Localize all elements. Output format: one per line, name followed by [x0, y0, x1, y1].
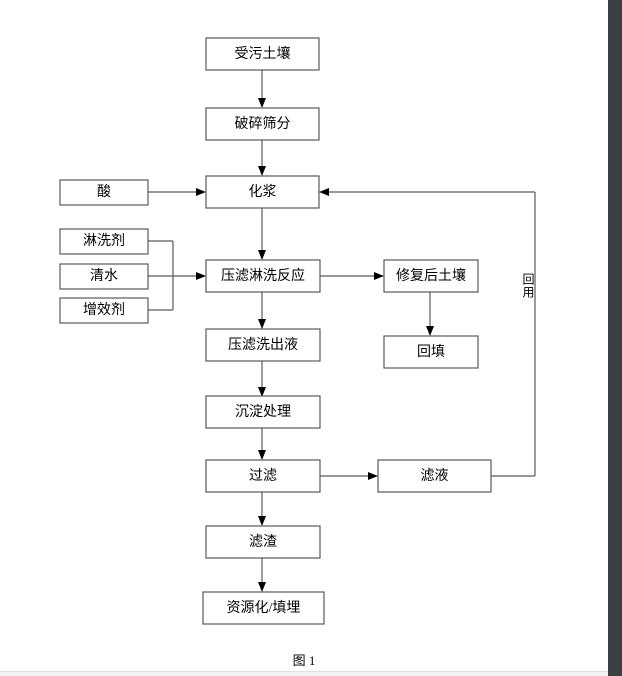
- node-filter-residue-label: 滤渣: [249, 534, 277, 550]
- node-press-wash-effluent: 压滤洗出液: [205, 328, 321, 362]
- edge-effluent-to-precipitation: [258, 361, 266, 397]
- edge-acid-to-slurry: [148, 188, 206, 196]
- figure-page: 受污土壤 破碎筛分 化浆 压滤淋洗反应 压滤洗出液 沉淀处理: [0, 37, 608, 676]
- node-filtration: 过滤: [205, 459, 321, 493]
- node-filtration-label: 过滤: [249, 468, 277, 484]
- node-washing-agent: 淋洗剂: [59, 228, 149, 255]
- node-washing-agent-label: 淋洗剂: [83, 233, 125, 249]
- node-acid: 酸: [59, 179, 149, 206]
- node-clean-water: 清水: [59, 263, 149, 290]
- node-slurry: 化浆: [205, 175, 320, 209]
- edge-soil-to-crush: [258, 70, 266, 108]
- node-resource-landfill: 资源化/填埋: [202, 591, 325, 625]
- page-right-edge-strip: [608, 0, 622, 676]
- edge-residue-to-resource: [258, 558, 266, 592]
- node-filter-residue: 滤渣: [205, 525, 321, 559]
- node-remediated-soil-label: 修复后土壤: [396, 267, 466, 284]
- node-filtrate: 滤液: [377, 459, 492, 493]
- figure-caption: 图 1: [293, 653, 316, 668]
- edge-filtration-to-filtrate: [320, 472, 378, 480]
- node-filtrate-label: 滤液: [421, 468, 449, 484]
- edge-remediated-soil-to-backfill: [426, 292, 434, 336]
- edge-slurry-to-reaction: [258, 208, 266, 260]
- node-precipitation: 沉淀处理: [205, 395, 321, 429]
- node-backfill-label: 回填: [417, 344, 445, 360]
- node-resource-landfill-label: 资源化/填埋: [227, 600, 301, 616]
- node-backfill: 回填: [383, 335, 479, 369]
- node-press-wash-reaction-label: 压滤淋洗反应: [221, 267, 305, 284]
- node-contaminated-soil: 受污土壤: [205, 37, 320, 71]
- node-contaminated-soil-label: 受污土壤: [235, 45, 291, 62]
- node-crush-screen-label: 破碎筛分: [235, 116, 291, 132]
- edge-filtrate-recycle-to-slurry: [319, 188, 536, 477]
- edge-crush-to-slurry: [258, 140, 266, 176]
- edge-label-recycle: 回用: [521, 273, 535, 299]
- node-enhancer: 增效剂: [59, 297, 149, 324]
- node-enhancer-label: 增效剂: [83, 302, 125, 318]
- edge-label-recycle-text: 回用: [521, 273, 535, 299]
- edge-reaction-to-effluent: [258, 292, 266, 329]
- node-precipitation-label: 沉淀处理: [235, 404, 291, 420]
- node-remediated-soil: 修复后土壤: [383, 259, 479, 293]
- node-crush-screen: 破碎筛分: [205, 107, 320, 141]
- node-acid-label: 酸: [97, 184, 111, 200]
- edge-filtration-to-residue: [258, 492, 266, 526]
- edge-reaction-to-remediated-soil: [320, 272, 384, 280]
- page-bottom-band: [0, 671, 608, 676]
- node-slurry-label: 化浆: [249, 184, 277, 200]
- node-press-wash-reaction: 压滤淋洗反应: [205, 259, 321, 293]
- node-press-wash-effluent-label: 压滤洗出液: [228, 337, 298, 353]
- edge-reagents-to-reaction: [148, 240, 206, 311]
- edge-precipitation-to-filtration: [258, 428, 266, 460]
- flowchart-diagram: 受污土壤 破碎筛分 化浆 压滤淋洗反应 压滤洗出液 沉淀处理: [59, 37, 536, 668]
- node-clean-water-label: 清水: [90, 268, 118, 284]
